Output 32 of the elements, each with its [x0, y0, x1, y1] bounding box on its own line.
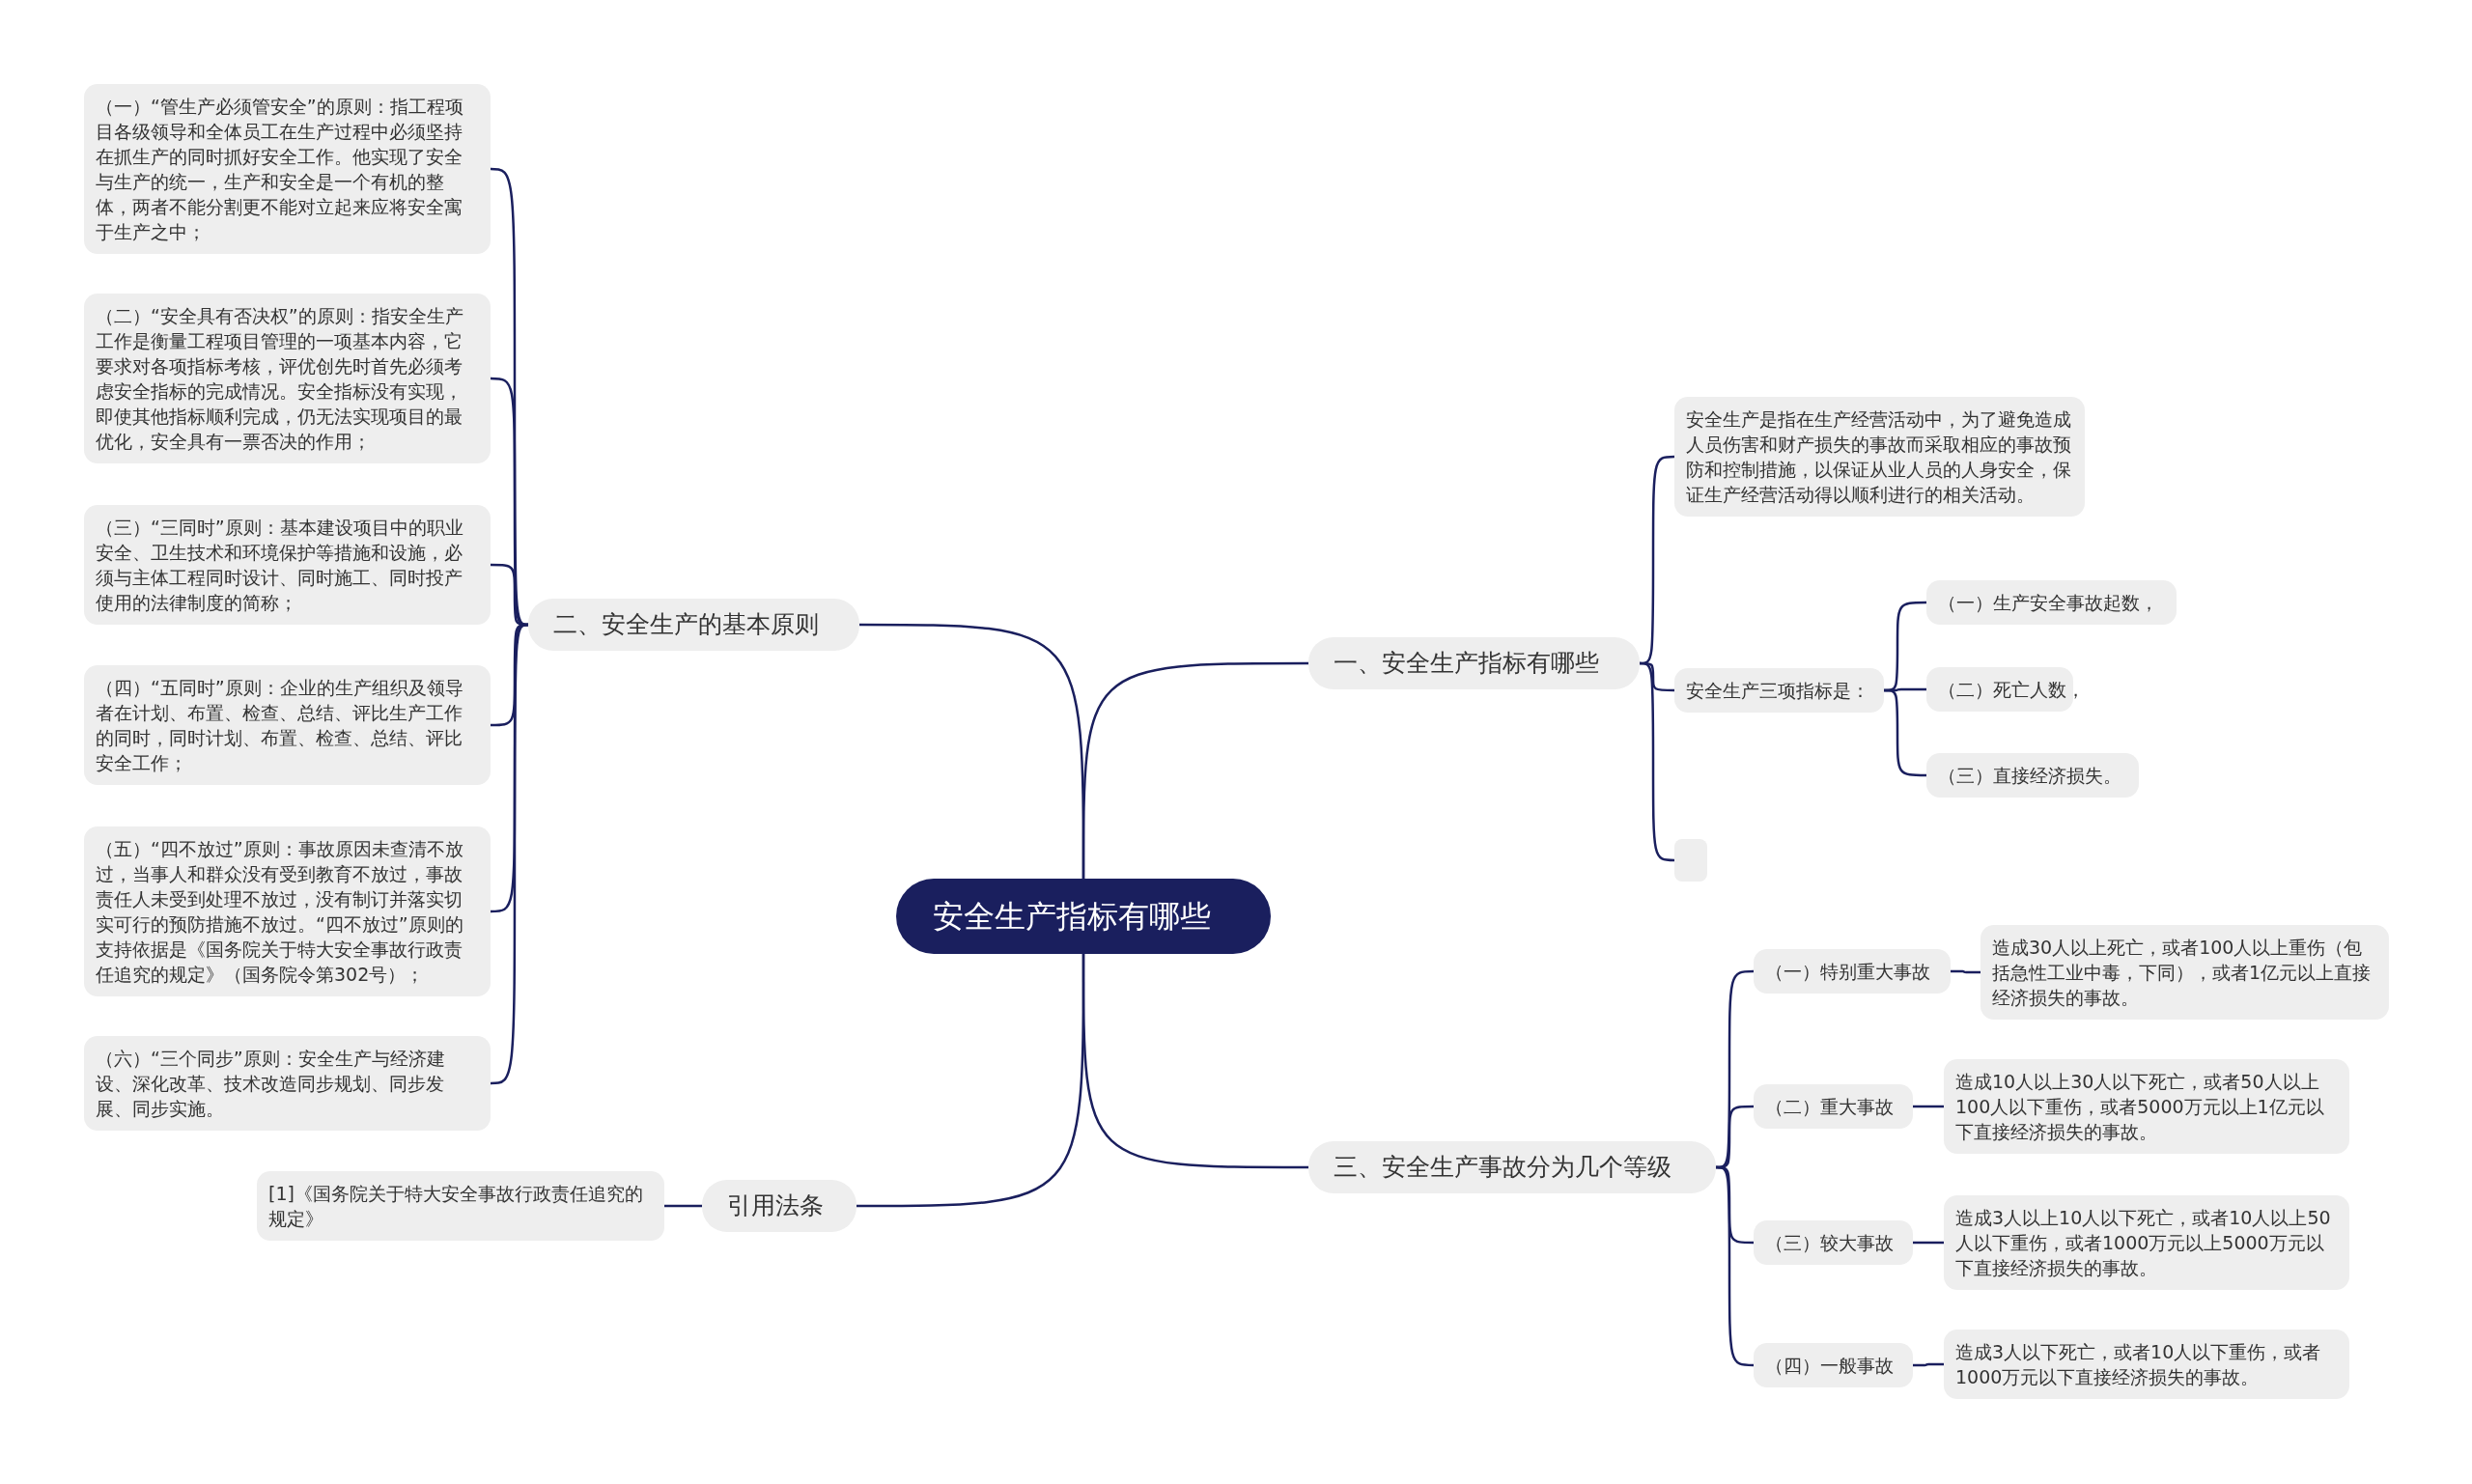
- text-card: （五）“四不放过”原则：事故原因未查清不放过，当事人和群众没有受到教育不放过，事故责任人未受到处理不放过，没有制订并落实切实可行的预防措施不放过。“四不放过”原则的支持依据是《国务院关于特大安全事故行政责任追究的规定》（国务院令第302号）；: [84, 826, 491, 996]
- connector-line: [1913, 1362, 1944, 1367]
- connector-line: [1913, 1105, 1944, 1108]
- root-topic: 安全生产指标有哪些: [896, 879, 1271, 954]
- text-card: （三）“三同时”原则：基本建设项目中的职业安全、卫生技术和环境保护等措施和设施，必须与主体工程同时设计、同时施工、同时投产使用的法律制度的简称；: [84, 505, 491, 625]
- empty-card: [1674, 839, 1707, 882]
- connector-line: [1951, 969, 1980, 974]
- connector-line: [1913, 1241, 1944, 1245]
- text-card: （六）“三个同步”原则：安全生产与经济建设、深化改革、技术改造同步规划、同步发展、同步实施。: [84, 1036, 491, 1131]
- text-card: （二）重大事故: [1754, 1084, 1913, 1129]
- text-card: （三）较大事故: [1754, 1220, 1913, 1265]
- branch-topic: 引用法条: [702, 1180, 857, 1232]
- text-card: （一）“管生产必须管安全”的原则：指工程项目各级领导和全体员工在生产过程中必须坚持在抓生产的同时抓好安全工作。他实现了安全与生产的统一，生产和安全是一个有机的整体，两者不能分割更不能对立起来应将安全寓于生产之中；: [84, 84, 491, 254]
- text-card: 安全生产三项指标是：: [1674, 668, 1884, 713]
- text-card: 造成3人以上10人以下死亡，或者10人以上50人以下重伤，或者1000万元以上5000万元以下直接经济损失的事故。: [1944, 1195, 2349, 1290]
- text-card: 造成3人以下死亡，或者10人以下重伤，或者1000万元以下直接经济损失的事故。: [1944, 1330, 2349, 1399]
- text-card: （三）直接经济损失。: [1926, 753, 2139, 798]
- text-card: （四）一般事故: [1754, 1343, 1913, 1387]
- branch-topic: 二、安全生产的基本原则: [528, 599, 859, 651]
- text-card: （一）特别重大事故: [1754, 949, 1951, 994]
- branch-topic: 三、安全生产事故分为几个等级: [1308, 1141, 1716, 1193]
- branch-topic: 一、安全生产指标有哪些: [1308, 637, 1640, 689]
- text-card: 安全生产是指在生产经营活动中，为了避免造成人员伤害和财产损失的事故而采取相应的事故预防和控制措施，以保证从业人员的人身安全，保证生产经营活动得以顺利进行的相关活动。: [1674, 397, 2085, 517]
- text-card: [1]《国务院关于特大安全事故行政责任追究的规定》: [257, 1171, 664, 1241]
- connector-line: [664, 1204, 702, 1208]
- text-card: 造成30人以上死亡，或者100人以上重伤（包括急性工业中毒，下同），或者1亿元以上直接经济损失的事故。: [1980, 925, 2389, 1020]
- text-card: （一）生产安全事故起数，: [1926, 580, 2177, 625]
- connector-line: [1082, 954, 1308, 1169]
- connector-line: [859, 623, 1085, 879]
- text-card: 造成10人以上30人以下死亡，或者50人以上100人以下重伤，或者5000万元以上1亿元以下直接经济损失的事故。: [1944, 1059, 2349, 1154]
- text-card: （二）“安全具有否决权”的原则：指安全生产工作是衡量工程项目管理的一项基本内容，它要求对各项指标考核，评优创先时首先必须考虑安全指标的完成情况。安全指标没有实现，即使其他指标顺利完成，仍无法实现项目的最优化，安全具有一票否决的作用；: [84, 294, 491, 463]
- text-card: （四）“五同时”原则：企业的生产组织及领导者在计划、布置、检查、总结、评比生产工作的同时，同时计划、布置、检查、总结、评比安全工作；: [84, 665, 491, 785]
